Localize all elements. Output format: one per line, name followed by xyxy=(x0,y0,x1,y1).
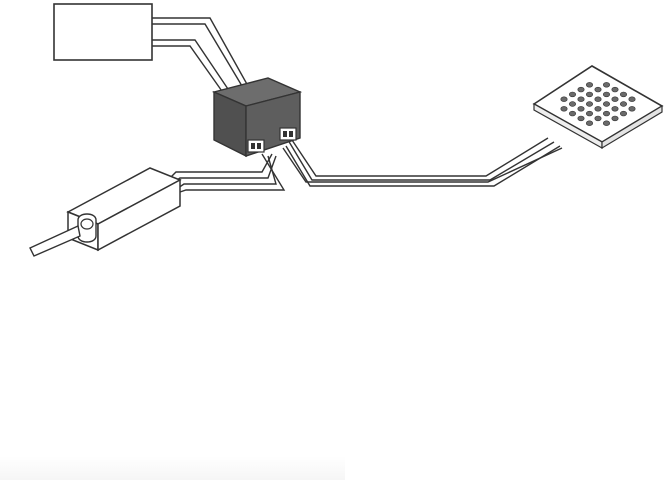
bottom-strip xyxy=(0,456,345,480)
led-dot xyxy=(568,101,576,107)
led-dot xyxy=(594,106,602,112)
led-dot xyxy=(602,110,610,117)
led-dot xyxy=(577,106,585,112)
led-driver-icon xyxy=(29,167,182,257)
led-dot xyxy=(628,96,636,102)
led-dot xyxy=(585,101,593,107)
led-dot xyxy=(560,106,568,112)
led-dot xyxy=(602,82,610,88)
led-dot xyxy=(594,115,602,122)
led-dot xyxy=(585,91,593,98)
led-dot xyxy=(585,120,593,126)
led-dot xyxy=(619,110,627,117)
wire-module-to-panel xyxy=(282,137,563,187)
led-dot xyxy=(577,96,585,102)
led-dot xyxy=(602,101,610,107)
wire-driver-to-module xyxy=(167,153,286,193)
led-dot xyxy=(568,110,576,117)
led-dot xyxy=(577,115,585,122)
cable-clamp xyxy=(77,213,97,243)
led-dot xyxy=(619,101,627,107)
led-dot xyxy=(577,86,585,93)
led-dot xyxy=(602,120,610,126)
led-dot xyxy=(594,96,602,102)
led-dot xyxy=(611,86,619,93)
led-dot xyxy=(602,91,610,98)
switch-box xyxy=(53,3,153,61)
led-dot xyxy=(585,110,593,117)
module-connector-right xyxy=(279,127,297,141)
led-dot xyxy=(619,91,627,98)
led-dot-grid xyxy=(560,82,636,126)
module-connector-left xyxy=(247,139,265,153)
led-dot xyxy=(560,96,568,102)
led-dot xyxy=(568,91,576,98)
wire-switch-to-module xyxy=(152,17,249,95)
led-panel-icon xyxy=(532,65,664,150)
led-dot xyxy=(611,106,619,112)
junction-box-icon xyxy=(211,77,303,158)
mains-cable xyxy=(29,224,81,257)
led-dot xyxy=(611,96,619,102)
led-dot xyxy=(628,106,636,112)
led-dot xyxy=(611,115,619,122)
led-dot xyxy=(585,82,593,88)
led-dot xyxy=(594,86,602,93)
